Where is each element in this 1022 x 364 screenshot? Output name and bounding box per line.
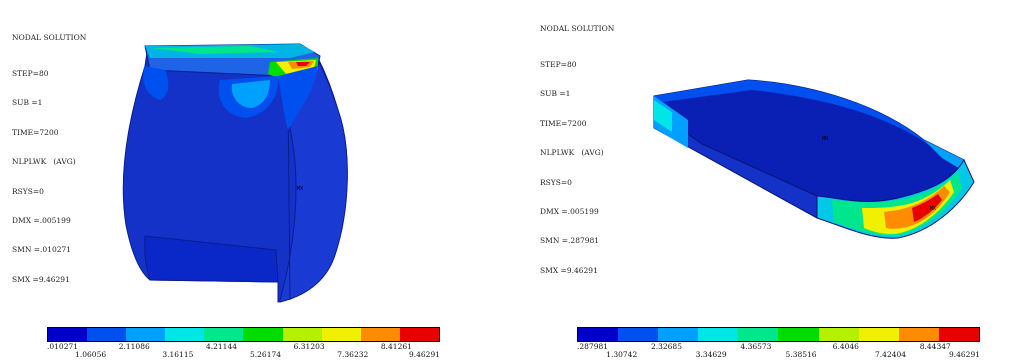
left-legend-label: 1.06056 <box>75 350 107 359</box>
left-info-smn: SMN =.010271 <box>12 245 72 255</box>
legend-color-band <box>858 328 899 341</box>
right-info-smn: SMN =.287981 <box>540 236 600 246</box>
left-info-block: NODAL SOLUTION STEP=80 SUB =1 TIME=7200 … <box>12 13 86 304</box>
left-contour-legend: .010271 2.11086 4.21144 6.31203 8.41261 … <box>47 327 440 364</box>
legend-color-band <box>578 328 619 341</box>
right-info-time: TIME=7200 <box>540 118 587 128</box>
right-info-dmx: DMX =.005199 <box>540 206 599 216</box>
right-viewport[interactable]: NODAL SOLUTION STEP=80 SUB =1 TIME=7200 … <box>512 0 1022 362</box>
left-legend-label: 3.16115 <box>162 350 194 359</box>
left-legend-label: .010271 <box>47 342 79 351</box>
legend-color-band <box>618 328 659 341</box>
left-info-result: NLPLWK (AVG) <box>12 157 76 167</box>
right-info-result: NLPLWK (AVG) <box>540 148 604 158</box>
left-legend-label: 9.46291 <box>408 350 440 359</box>
left-info-smx: SMX =9.46291 <box>12 274 70 284</box>
right-legend-label: 9.46291 <box>948 350 980 359</box>
left-model-hot-red <box>296 62 310 66</box>
left-model-edge <box>287 97 291 301</box>
legend-color-band <box>165 328 205 341</box>
right-model-top-ring <box>654 80 964 168</box>
legend-color-band <box>698 328 739 341</box>
left-info-title: NODAL SOLUTION <box>12 32 87 42</box>
legend-color-band <box>818 328 859 341</box>
right-model-band-red <box>912 194 942 222</box>
legend-color-band <box>282 328 322 341</box>
left-legend-label: 4.21144 <box>205 342 237 351</box>
left-info-dmx: DMX =.005199 <box>12 215 71 225</box>
right-legend-labels: .287981 2.32685 4.36573 6.4046 8.44347 1… <box>577 342 980 364</box>
right-model-ring-cyan <box>924 140 964 170</box>
legend-color-band <box>360 328 400 341</box>
legend-color-band <box>48 328 88 341</box>
right-info-step: STEP=80 <box>540 59 577 69</box>
left-info-rsys: RSYS=0 <box>12 186 44 196</box>
left-viewport[interactable]: NODAL SOLUTION STEP=80 SUB =1 TIME=7200 … <box>0 0 508 362</box>
legend-color-band <box>658 328 699 341</box>
left-model-cap-green <box>152 46 280 54</box>
legend-color-band <box>204 328 244 341</box>
left-model-view[interactable]: MX <box>0 0 508 320</box>
legend-color-band <box>87 328 127 341</box>
legend-color-band <box>778 328 819 341</box>
right-legend-label: 3.34629 <box>695 350 727 359</box>
right-info-block: NODAL SOLUTION STEP=80 SUB =1 TIME=7200 … <box>540 4 614 295</box>
right-contour-legend: .287981 2.32685 4.36573 6.4046 8.44347 1… <box>577 327 980 364</box>
right-legend-label: 4.36573 <box>740 342 772 351</box>
right-info-smx: SMX =9.46291 <box>540 265 598 275</box>
legend-color-band <box>399 328 439 341</box>
right-model-view[interactable]: MN MX <box>512 0 1022 320</box>
left-model-node-marker: MX <box>297 186 303 192</box>
right-legend-bar <box>577 327 980 342</box>
right-legend-label: 2.32685 <box>650 342 682 351</box>
right-legend-label: 7.42404 <box>875 350 907 359</box>
right-model-node-marker: MN <box>822 136 828 142</box>
right-legend-label: 6.4046 <box>832 342 859 351</box>
left-model-band-3 <box>231 80 270 108</box>
left-info-step: STEP=80 <box>12 68 49 78</box>
right-legend-label: 1.30742 <box>606 350 638 359</box>
right-info-rsys: RSYS=0 <box>540 177 572 187</box>
right-info-sub: SUB =1 <box>540 89 571 99</box>
right-model-node-marker-max: MX <box>930 206 936 212</box>
left-legend-label: 5.26174 <box>249 350 282 359</box>
legend-color-band <box>738 328 779 341</box>
legend-color-band <box>243 328 283 341</box>
legend-color-band <box>898 328 939 341</box>
legend-color-band <box>126 328 166 341</box>
legend-color-band <box>938 328 979 341</box>
left-model-band-4 <box>278 66 318 130</box>
right-legend-label: 5.38516 <box>785 350 817 359</box>
left-legend-label: 8.41261 <box>380 342 412 351</box>
left-model-band-1 <box>143 66 169 100</box>
left-legend-labels: .010271 2.11086 4.21144 6.31203 8.41261 … <box>47 342 440 364</box>
legend-color-band <box>321 328 361 341</box>
right-model-band-yellow <box>862 180 954 235</box>
left-model-cutout <box>144 235 279 283</box>
left-legend-label: 6.31203 <box>293 342 325 351</box>
left-legend-label: 7.36232 <box>337 350 369 359</box>
left-info-sub: SUB =1 <box>12 98 43 108</box>
right-legend-label: 8.44347 <box>919 342 951 351</box>
right-info-title: NODAL SOLUTION <box>540 23 615 33</box>
left-legend-bar <box>47 327 440 342</box>
left-model-side-face <box>279 59 348 303</box>
right-model-corner-teal <box>654 100 672 132</box>
left-info-time: TIME=7200 <box>12 127 59 137</box>
left-legend-label: 2.11086 <box>118 342 150 351</box>
right-legend-label: .287981 <box>577 342 609 351</box>
